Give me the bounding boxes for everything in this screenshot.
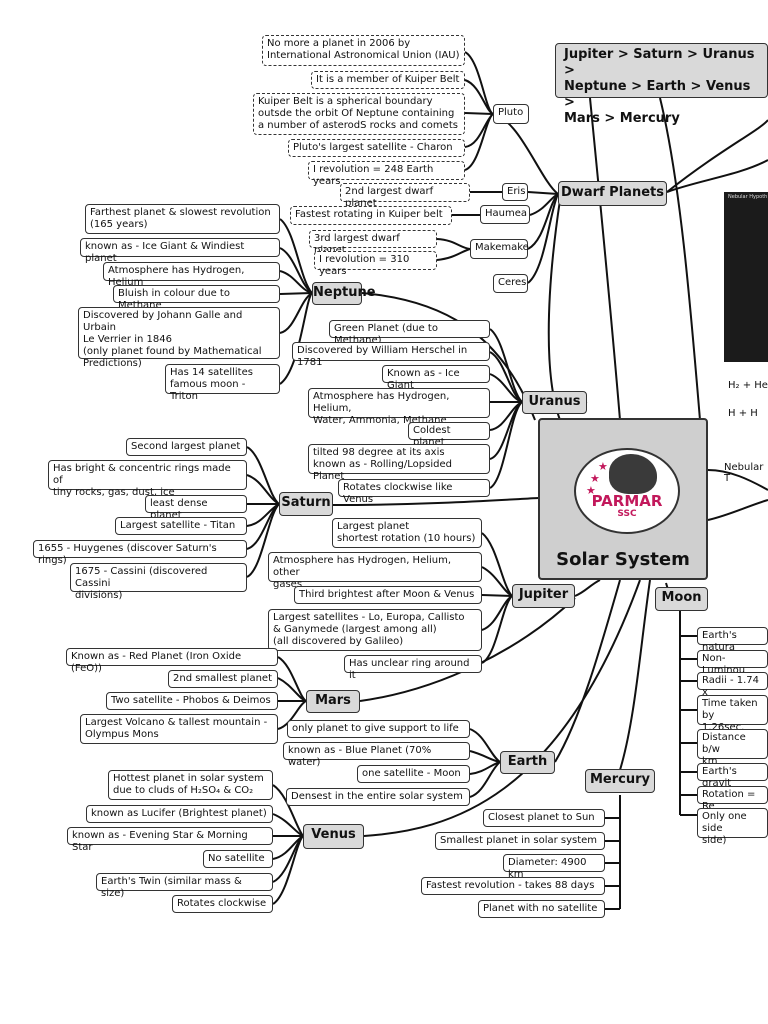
fact-box: Largest satellite - Titan — [115, 517, 247, 535]
fact-box: Time taken by 1.26sec. — [697, 695, 768, 733]
fact-box: Densest in the entire solar system — [286, 788, 470, 806]
fact-box: Has unclear ring around it — [344, 655, 482, 681]
nebular-eq-2: H + H — [728, 408, 758, 419]
fact-box: Closest planet to Sun — [483, 809, 605, 827]
fact-box: 2nd smallest planet — [168, 670, 278, 688]
fact-box: Distance b/w km — [697, 729, 768, 767]
node-dwarf-planets: Dwarf Planets — [558, 181, 667, 206]
fact-box: known as - Evening Star & Morning Star — [67, 827, 273, 853]
node-venus: Venus — [303, 824, 364, 849]
center-title: Solar System — [556, 549, 690, 570]
fact-box: 2nd largest dwarf planet — [340, 183, 470, 209]
fact-box: Hottest planet in solar system due to cl… — [108, 770, 273, 800]
fact-box: Rotation = Re — [697, 786, 768, 812]
fact-box: Two satellite - Phobos & Deimos — [106, 692, 278, 710]
fact-box: It is a member of Kuiper Belt — [311, 71, 465, 89]
node-uranus: Uranus — [522, 391, 587, 414]
fact-box: Earth's Twin (similar mass & size) — [96, 873, 273, 899]
nebular-label: Nebular T — [724, 462, 764, 484]
fact-box: tilted 98 degree at its axis known as - … — [308, 444, 490, 482]
fact-box: Largest planet shortest rotation (10 hou… — [332, 518, 482, 548]
fact-box: Fastest rotating in Kuiper belt — [290, 206, 452, 225]
planet-size-order: Jupiter > Saturn > Uranus > Neptune > Ea… — [555, 43, 768, 126]
fact-box: Second largest planet — [126, 438, 247, 456]
fact-box: No satellite — [203, 850, 273, 868]
node-mercury: Mercury — [585, 769, 655, 793]
fact-box: Discovered by Johann Galle and Urbain Le… — [78, 307, 280, 369]
fact-box: least dense planet — [145, 495, 247, 521]
fact-box: 1675 - Cassini (discovered Cassini divis… — [70, 563, 247, 601]
fact-box: one satellite - Moon — [357, 765, 470, 783]
fact-box: Kuiper Belt is a spherical boundary outs… — [253, 93, 465, 135]
nebular-theory-image: Nebular Hypoth H₂ + He H + H Nebular T — [720, 192, 768, 484]
nebular-caption: Nebular Hypoth — [728, 194, 768, 200]
fact-box: I revolution = 248 Earth years — [308, 161, 465, 187]
node-eris: Eris — [502, 183, 528, 201]
node-makemake: Makemake — [470, 239, 529, 259]
star-icon: ★ — [590, 472, 600, 485]
node-earth: Earth — [500, 751, 555, 774]
fact-box: Third brightest after Moon & Venus — [294, 586, 482, 604]
fact-box: Radii - 1.74 x — [697, 672, 768, 698]
fact-box: I revolution = 310 years — [314, 251, 437, 277]
fact-box: Rotates clockwise like Venus — [338, 479, 490, 505]
fact-box: Atmosphere has Hydrogen, Helium, other g… — [268, 552, 482, 590]
node-moon: Moon — [655, 587, 708, 611]
node-haumea: Haumea — [480, 205, 530, 224]
fact-box: known as Lucifer (Brightest planet) — [86, 805, 273, 823]
fact-box: known as - Blue Planet (70% water) — [283, 742, 470, 768]
star-icon: ★ — [598, 460, 608, 473]
fact-box: Coldest planet — [408, 422, 490, 448]
node-jupiter: Jupiter — [512, 584, 575, 608]
fact-box: Largest satellites - Lo, Europa, Callist… — [268, 609, 482, 651]
fact-box: Known as - Ice Giant — [382, 365, 490, 391]
fact-box: Fastest revolution - takes 88 days — [421, 877, 605, 895]
fact-box: Farthest planet & slowest revolution (16… — [85, 204, 280, 234]
logo-text: PARMAR — [591, 492, 663, 510]
fact-box: known as - Ice Giant & Windiest planet — [80, 238, 280, 264]
fact-box: Pluto's largest satellite - Charon — [288, 139, 465, 157]
fact-box: Non-Luminou — [697, 650, 768, 676]
fact-box: Atmosphere has Hydrogen, Helium — [103, 262, 280, 288]
fact-box: Has 14 satellites famous moon - Triton — [165, 364, 280, 402]
fact-box: Planet with no satellite — [478, 900, 605, 918]
fact-box: only planet to give support to life — [287, 720, 470, 738]
node-mars: Mars — [306, 690, 360, 713]
fact-box: Rotates clockwise — [172, 895, 273, 913]
fact-box: 1655 - Huygenes (discover Saturn's rings… — [33, 540, 247, 566]
star-icon: ★ — [586, 484, 596, 497]
fact-box: No more a planet in 2006 by Internationa… — [262, 35, 465, 66]
fact-box: Known as - Red Planet (Iron Oxide (FeO)) — [66, 648, 278, 674]
lion-head-icon — [609, 454, 657, 494]
fact-box: Atmosphere has Hydrogen, Helium, Water, … — [308, 388, 490, 426]
fact-box: Smallest planet in solar system — [435, 832, 605, 850]
fact-box: Diameter: 4900 km — [503, 854, 605, 880]
solar-system-center: ★ ★ ★ PARMAR SSC Solar System — [538, 418, 708, 580]
fact-box: Earth's natura — [697, 627, 768, 653]
fact-box: Has bright & concentric rings made of ti… — [48, 460, 247, 498]
fact-box: Discovered by William Herschel in 1781 — [292, 342, 490, 368]
node-ceres: Ceres — [493, 274, 528, 293]
fact-box: Green Planet (due to Methane) — [329, 320, 490, 346]
fact-box: Only one side side) — [697, 808, 768, 846]
node-neptune: Neptune — [312, 282, 376, 305]
node-saturn: Saturn — [279, 492, 333, 516]
nebular-eq-1: H₂ + He — [728, 380, 768, 391]
fact-box: Earth's gravit — [697, 763, 768, 789]
fact-box: 3rd largest dwarf planet — [309, 230, 437, 256]
fact-box: Bluish in colour due to Methane — [113, 285, 280, 311]
fact-box: Largest Volcano & tallest mountain - Oly… — [80, 714, 278, 744]
node-pluto: Pluto — [493, 104, 529, 124]
parmar-ssc-logo: ★ ★ ★ PARMAR SSC — [574, 448, 680, 534]
logo-subtext: SSC — [617, 509, 637, 519]
nebular-diagram-image: Nebular Hypoth — [724, 192, 768, 362]
